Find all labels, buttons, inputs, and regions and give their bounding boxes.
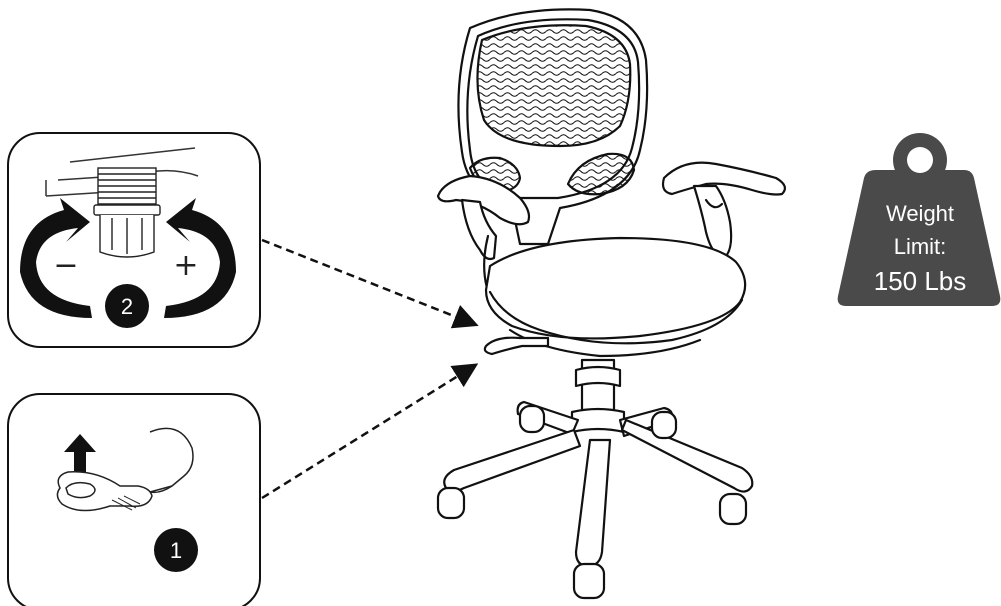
step-2-panel: − + 2 [8, 133, 260, 347]
base-leg-right [622, 420, 752, 492]
seat-height-lever [485, 338, 548, 354]
base-leg-left [444, 430, 580, 491]
weight-label-line-1: Weight [886, 201, 954, 226]
callout-arrow-step-1 [262, 366, 474, 498]
base-leg-front [576, 440, 610, 566]
backrest-mesh [477, 25, 630, 146]
callout-arrow-step-2 [262, 240, 474, 324]
plus-sign: + [173, 248, 198, 283]
weight-limit-badge: Weight Limit: 150 Lbs [838, 133, 1001, 306]
weight-label-line-2: Limit: [894, 234, 947, 259]
weight-handle-hole [907, 147, 933, 173]
weight-label-line-3: 150 Lbs [874, 266, 967, 296]
right-armrest [663, 163, 785, 195]
step-2-number: 2 [121, 294, 133, 319]
step-1-number: 1 [170, 538, 182, 563]
threaded-spindle-illustration [94, 168, 160, 257]
office-chair-illustration [438, 9, 785, 598]
step-1-panel: 1 [8, 394, 260, 606]
minus-sign: − [53, 248, 78, 283]
